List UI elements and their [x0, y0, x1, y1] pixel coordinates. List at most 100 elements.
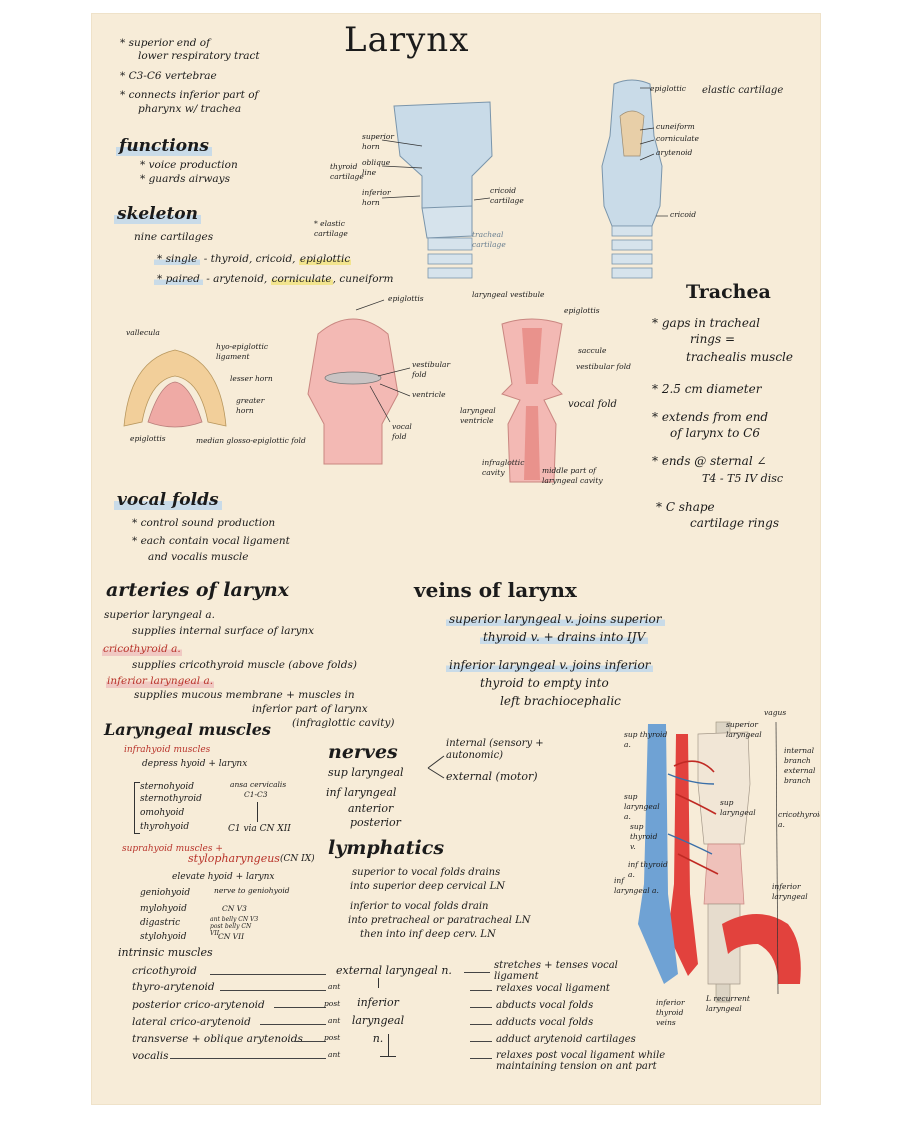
vessel-label-sup-laryngeal: sup laryngeal	[720, 798, 756, 817]
vessel-label-sup-thyroid-a: sup thyroid a.	[624, 730, 668, 749]
nerves-posterior: posterior	[350, 816, 401, 829]
intrinsic-pos: ant	[328, 982, 341, 991]
label-vallecula: vallecula	[126, 328, 160, 337]
leader-line	[470, 1041, 492, 1042]
intrinsic-pos: ant	[328, 1050, 341, 1059]
label-coronal-epiglottis: epiglottis	[564, 306, 600, 315]
leader-line	[274, 1007, 326, 1008]
arteries-line: supplies cricothyroid muscle (above fold…	[132, 659, 357, 671]
vocal-folds-item: * control sound production	[132, 517, 276, 529]
veins-line: left brachiocephalic	[500, 694, 621, 708]
intrinsic-pos: post	[324, 1033, 341, 1042]
intro-line-4: * connects inferior part of	[120, 89, 259, 101]
vocal-folds-item: and vocalis muscle	[148, 551, 249, 563]
veins-line: superior laryngeal v. joins superior	[446, 612, 665, 626]
intro-line-1: * superior end of	[120, 37, 210, 49]
label-thyroid-cartilage: thyroid cartilage	[330, 162, 364, 181]
label-interior-vocal: vocal fold	[392, 422, 412, 441]
trachea-line: rings =	[690, 332, 736, 346]
intrinsic-muscle: transverse + oblique arytenoids	[132, 1033, 303, 1045]
arteries-line: supplies internal surface of larynx	[132, 625, 315, 637]
label-tracheal-cartilage: tracheal cartilage	[472, 230, 506, 249]
label-greater-horn: greater horn	[236, 396, 265, 415]
label-interior-epiglottis: epiglottis	[388, 294, 424, 303]
leader-line	[464, 972, 490, 973]
label-epiglottic: epiglottic	[650, 84, 686, 93]
paired-end: , cuneiform	[332, 273, 394, 285]
leader-line	[220, 990, 326, 991]
vessel-label-inf-thyroid-a: inf thyroid a.	[628, 860, 668, 879]
intrinsic-action: stretches + tenses vocal ligament	[494, 960, 618, 982]
nerves-external: external (motor)	[446, 770, 538, 783]
functions-item: * guards airways	[140, 173, 231, 185]
label-cricoid: cricoid	[670, 210, 697, 219]
leader-line	[470, 1024, 492, 1025]
infrahyoid-muscle: sternohyoid	[140, 782, 195, 792]
lymphatics-line: then into inf deep cerv. LN	[360, 929, 496, 940]
veins-line: inferior laryngeal v. joins inferior	[446, 658, 654, 672]
lymphatics-heading: lymphatics	[328, 837, 445, 859]
functions-item: * voice production	[140, 159, 238, 171]
label-hyo-epiglottic: hyo-epiglottic ligament	[216, 342, 269, 361]
infrahyoid-label: infrahyoid muscles	[124, 745, 211, 755]
trachea-line: trachealis muscle	[686, 350, 793, 364]
suprahyoid-muscle: geniohyoid	[140, 888, 191, 898]
label-oblique-line: oblique line	[362, 158, 391, 177]
label-lesser-horn: lesser horn	[230, 374, 273, 383]
single-rest: - thyroid, cricoid,	[203, 253, 296, 265]
intrinsic-action: relaxes post vocal ligament while mainta…	[496, 1050, 666, 1072]
label-laryngeal-ventricle: laryngeal ventricle	[460, 406, 496, 425]
intro-line-5: pharynx w/ trachea	[138, 103, 242, 115]
cn9-label: (CN IX)	[280, 854, 315, 864]
intrinsic-action: abducts vocal folds	[496, 1000, 594, 1011]
poster-sheet: Larynx * superior end of lower respirato…	[92, 14, 820, 1104]
lymphatics-line: superior to vocal folds drains	[352, 867, 501, 878]
label-saccule: saccule	[578, 346, 607, 355]
intro-line-2: lower respiratory tract	[138, 50, 260, 62]
label-epiglottis-1: epiglottis	[130, 434, 166, 443]
digastric-bellies: ant belly CN V3 post belly CN VII	[210, 916, 259, 937]
skeleton-paired-line: * paired - arytenoid, corniculate, cunei…	[154, 272, 394, 286]
intrinsic-action: adducts vocal folds	[496, 1017, 594, 1028]
larynx-interior-figure	[307, 299, 411, 465]
vessel-label-inferior-thyroid-veins: inferior thyroid veins	[656, 998, 685, 1027]
vessel-label-superior-laryngeal: superior laryngeal	[726, 720, 762, 739]
label-superior-horn: superior horn	[362, 132, 395, 151]
vessel-label-sup-thyroid-v: sup thyroid v.	[630, 822, 658, 851]
vessel-label-internal-branch: internal branch	[784, 746, 814, 765]
leader-line	[470, 1007, 492, 1008]
nerve-genio-label: nerve to geniohyoid	[214, 886, 290, 895]
ansa-roots: C1-C3	[244, 790, 268, 799]
trachea-line: of larynx to C6	[670, 426, 760, 440]
functions-heading: functions	[116, 136, 212, 156]
intrinsic-heading: intrinsic muscles	[118, 946, 213, 959]
vocal-folds-heading: vocal folds	[114, 490, 222, 510]
suprahyoid-muscle: stylohyoid	[140, 932, 187, 942]
inferior-laryngeal-nerve: inferior laryngeal n.	[351, 996, 405, 1045]
trachea-line: * gaps in tracheal	[652, 316, 760, 330]
legend-note: * elastic cartilage	[314, 219, 348, 238]
trachea-line: * ends @ sternal ∠	[652, 454, 767, 468]
nerves-heading: nerves	[328, 741, 398, 763]
infrahyoid-bracket	[134, 782, 140, 834]
page-title: Larynx	[344, 20, 470, 60]
intrinsic-action: relaxes vocal ligament	[496, 983, 610, 994]
leader-line	[470, 990, 492, 991]
label-interior-ventricle: ventricle	[412, 390, 446, 399]
vessel-label-vagus: vagus	[764, 708, 787, 717]
intrinsic-muscle: posterior crico-arytenoid	[132, 999, 265, 1011]
trachea-line: * C shape	[656, 500, 715, 514]
arteries-heading: arteries of larynx	[106, 579, 289, 601]
leader-line	[294, 1041, 326, 1042]
trachea-line: T4 - T5 IV disc	[702, 472, 784, 485]
label-cuneiform: cuneiform	[656, 122, 695, 131]
label-corniculate: corniculate	[656, 134, 699, 143]
label-median-fold: median glosso-epiglottic fold	[196, 436, 306, 445]
leader-line	[470, 1058, 492, 1059]
intrinsic-pos: ant	[328, 1016, 341, 1025]
epiglottis-figure	[123, 349, 227, 428]
nerves-branch-arrow	[427, 755, 445, 779]
intrinsic-muscle: vocalis	[132, 1050, 169, 1062]
vocal-folds-item: * each contain vocal ligament	[132, 535, 290, 547]
vessel-label-sup-laryngeal-a: sup laryngeal a.	[624, 792, 660, 821]
